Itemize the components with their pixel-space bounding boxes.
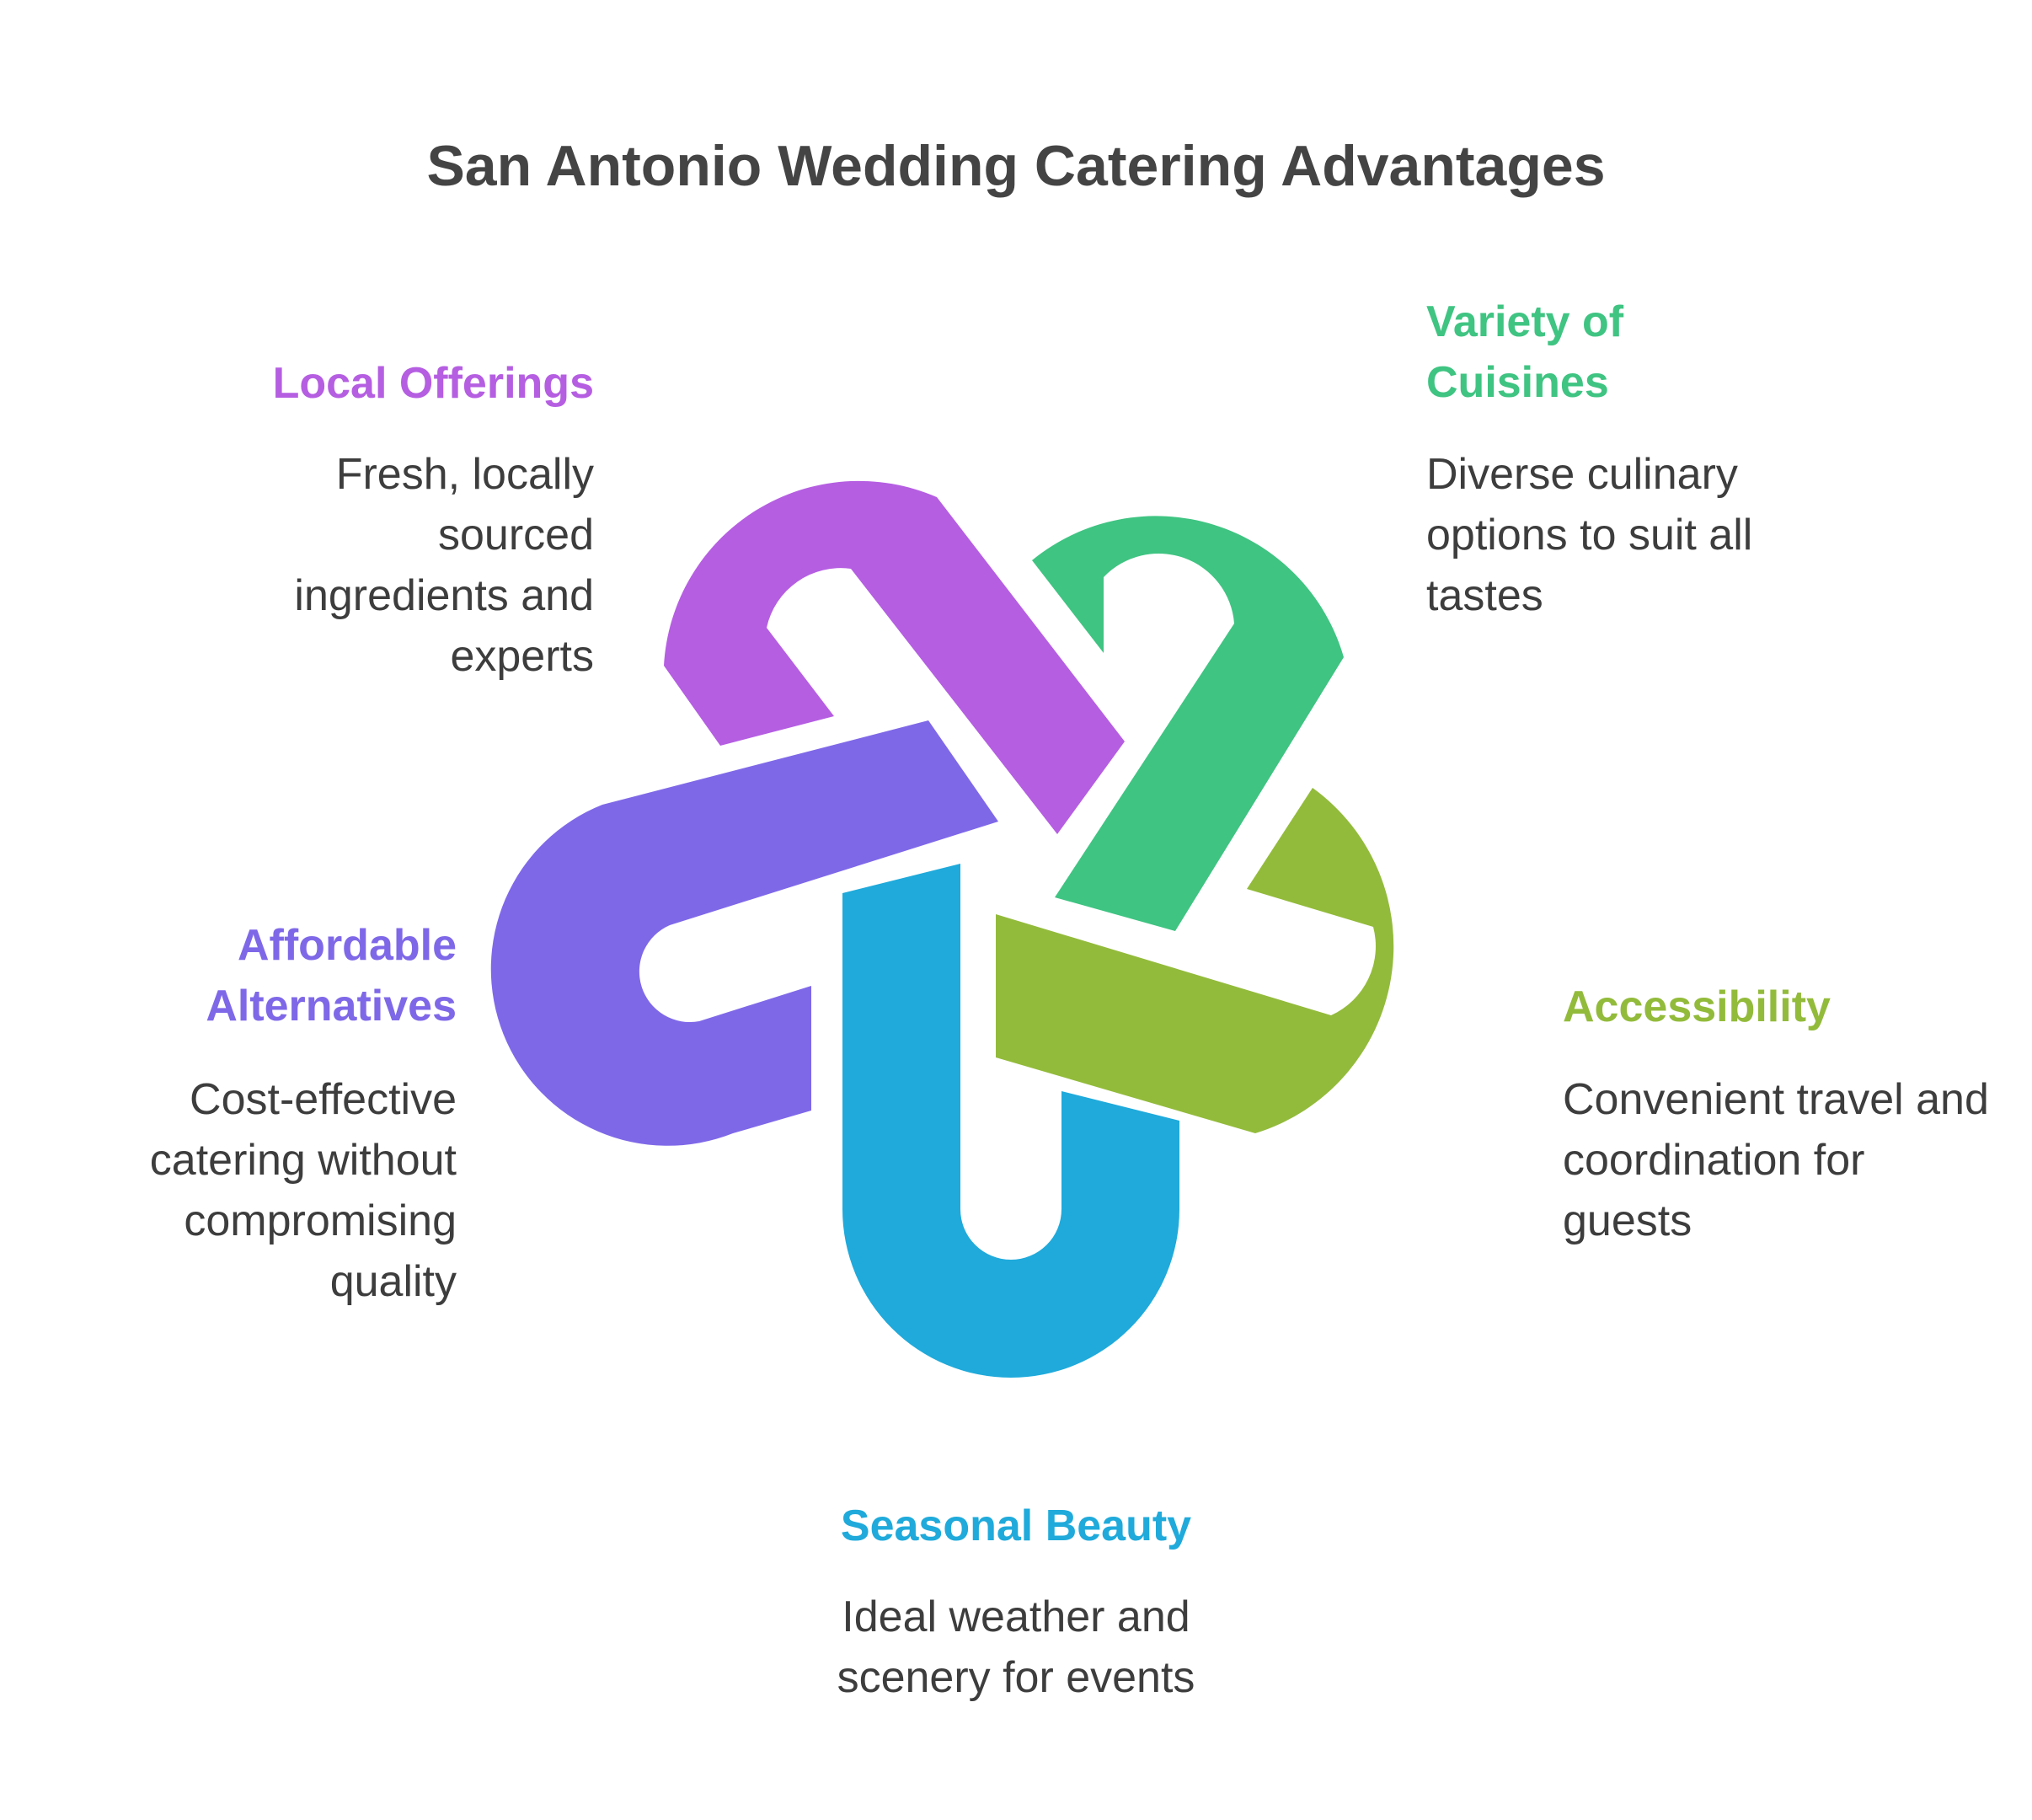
loop-variety-of-cuisines: [1032, 516, 1344, 931]
seasonal-beauty-description: Ideal weather and scenery for events: [837, 1592, 1195, 1702]
loop-accessibility: [996, 788, 1394, 1133]
seasonal-beauty-heading: Seasonal Beauty: [840, 1502, 1192, 1550]
loop-affordable-alternatives: [490, 720, 998, 1146]
affordable-alternatives-heading: Affordable Alternatives: [206, 921, 457, 1030]
diagram-title: San Antonio Wedding Catering Advantages: [426, 134, 1606, 198]
variety-of-cuisines-heading: Variety of Cuisines: [1426, 297, 1624, 407]
loop-seasonal-beauty: [842, 864, 1179, 1378]
accessibility-description: Convenient travel and coordination for g…: [1563, 1075, 1989, 1245]
variety-of-cuisines-description: Diverse culinary options to suit all tas…: [1426, 450, 1753, 620]
loop-local-offerings: [664, 480, 1125, 834]
affordable-alternatives-description: Cost-effective catering without compromi…: [149, 1075, 457, 1306]
local-offerings-heading: Local Offerings: [272, 359, 594, 408]
local-offerings-description: Fresh, locally sourced ingredients and e…: [294, 450, 594, 681]
accessibility-heading: Accessibility: [1563, 982, 1831, 1031]
